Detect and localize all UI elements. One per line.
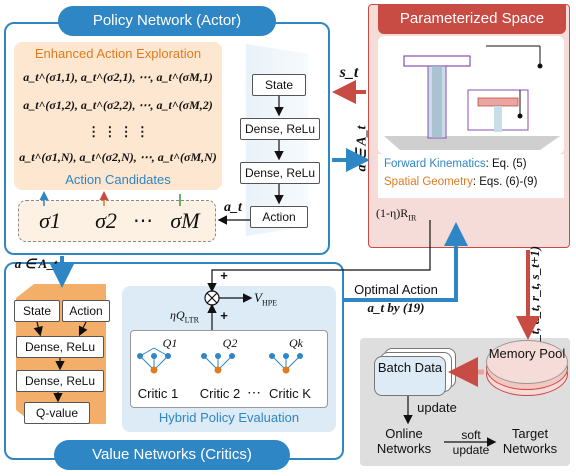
reward-ir: (1-η)RIR: [376, 206, 416, 222]
matrix-row-3: ⋮ ⋮ ⋮ ⋮: [87, 124, 149, 139]
actor-action-symbol: a_t: [224, 200, 242, 215]
optimal-action-arrow: [344, 222, 468, 302]
q2-label: Q2: [222, 336, 238, 350]
reward-ir-main: (1-η)R: [376, 206, 409, 220]
batch-label: Batch Data: [377, 360, 443, 375]
sum-node-cross: [206, 292, 218, 304]
memory-pool-label: Memory Pool: [488, 346, 566, 361]
critic-layer-state: State: [14, 300, 60, 322]
sg-ref: : Eqs. (6)-(9): [472, 176, 538, 188]
target-networks: Target Networks: [502, 426, 558, 456]
critic-1-icon: [137, 347, 171, 374]
sg-label: Spatial Geometry: [384, 176, 473, 188]
space-title: Parameterized Space: [378, 4, 566, 34]
critic-layer-qvalue: Q-value: [24, 402, 90, 424]
actor-layer-state: State: [252, 74, 306, 96]
critic-1-label: Critic 1: [137, 386, 179, 401]
actor-layer-action: Action: [250, 206, 308, 228]
plus-bottom: +: [220, 308, 228, 323]
actor-title: Policy Network (Actor): [58, 6, 276, 36]
critic-layer-dense-1: Dense, ReLu: [16, 336, 104, 358]
matrix-row-1: a_t^(σ1,1), a_t^(σ2,1), ⋯, a_t^(σM,1): [23, 70, 213, 84]
online-networks: Online Networks: [376, 426, 432, 456]
critics-action-in: a ∈ A_t: [14, 256, 58, 271]
qk-label: Qk: [289, 336, 303, 350]
actor-layer-dense-1: Dense, ReLu: [240, 118, 320, 140]
critic-layer-dense-2: Dense, ReLu: [16, 370, 104, 392]
sg-line: Spatial Geometry: Eqs. (6)-(9): [384, 176, 537, 188]
critic-group-box: [130, 330, 328, 408]
vhpe-sub: HPE: [261, 298, 278, 308]
critics-title: Value Networks (Critics): [54, 440, 290, 470]
critic-2-label: Critic 2: [199, 386, 241, 401]
ltr-label: ηQLTR: [170, 308, 199, 324]
batch-box: [374, 356, 446, 396]
critic-arrow-2: [78, 321, 88, 337]
sigma-dots: ⋯: [133, 210, 153, 232]
q1-label: Q1: [162, 336, 178, 350]
state-symbol: s_t: [339, 64, 359, 81]
candidates-label: Action Candidates: [65, 172, 171, 187]
sigma-2: σ2: [95, 208, 117, 233]
reward-ir-sub: IR: [408, 213, 417, 223]
sigma-m: σM: [170, 208, 200, 233]
plus-top: +: [220, 268, 228, 283]
matrix-row-4: a_t^(σ1,N), a_t^(σ2,N), ⋯, a_t^(σM,N): [19, 150, 217, 164]
sigma-1: σ1: [39, 208, 61, 233]
vhpe-label: VHPE: [254, 290, 277, 308]
actor-layer-dense-2: Dense, ReLu: [240, 162, 320, 184]
memory-pool-top: [486, 340, 568, 384]
exploration-title: Enhanced Action Exploration: [34, 46, 202, 61]
optimal-line-2: a_t by (19): [367, 300, 425, 315]
sigma-panel: [18, 200, 216, 242]
optimal-line-1: Optimal Action: [354, 282, 438, 297]
ltr-sub: LTR: [184, 315, 199, 325]
space-text-panel: [378, 154, 564, 198]
vhpe-main: V: [254, 290, 262, 305]
fk-line: Forward Kinematics: Eq. (5): [384, 158, 527, 170]
ltr-main: ηQ: [170, 308, 185, 322]
critic-dots: ⋯: [247, 384, 261, 400]
reward-to-sum: [207, 220, 431, 293]
critic-2-icon: [201, 353, 235, 374]
fk-ref: : Eq. (5): [485, 158, 527, 170]
soft-update: soft update: [452, 428, 490, 457]
space-render-drawing: [384, 45, 560, 150]
critic-k-label: Critic K: [269, 386, 311, 401]
critic-layer-action: Action: [62, 300, 110, 322]
matrix-row-2: a_t^(σ1,2), a_t^(σ2,2), ⋯, a_t^(σM,2): [23, 98, 213, 112]
update-label: update: [417, 400, 457, 415]
critic-arrow-1: [33, 321, 43, 337]
critic-k-icon: [269, 353, 303, 374]
exploration-panel: [14, 42, 222, 190]
hybrid-title: Hybrid Policy Evaluation: [158, 410, 300, 425]
fk-label: Forward Kinematics: [384, 158, 486, 170]
